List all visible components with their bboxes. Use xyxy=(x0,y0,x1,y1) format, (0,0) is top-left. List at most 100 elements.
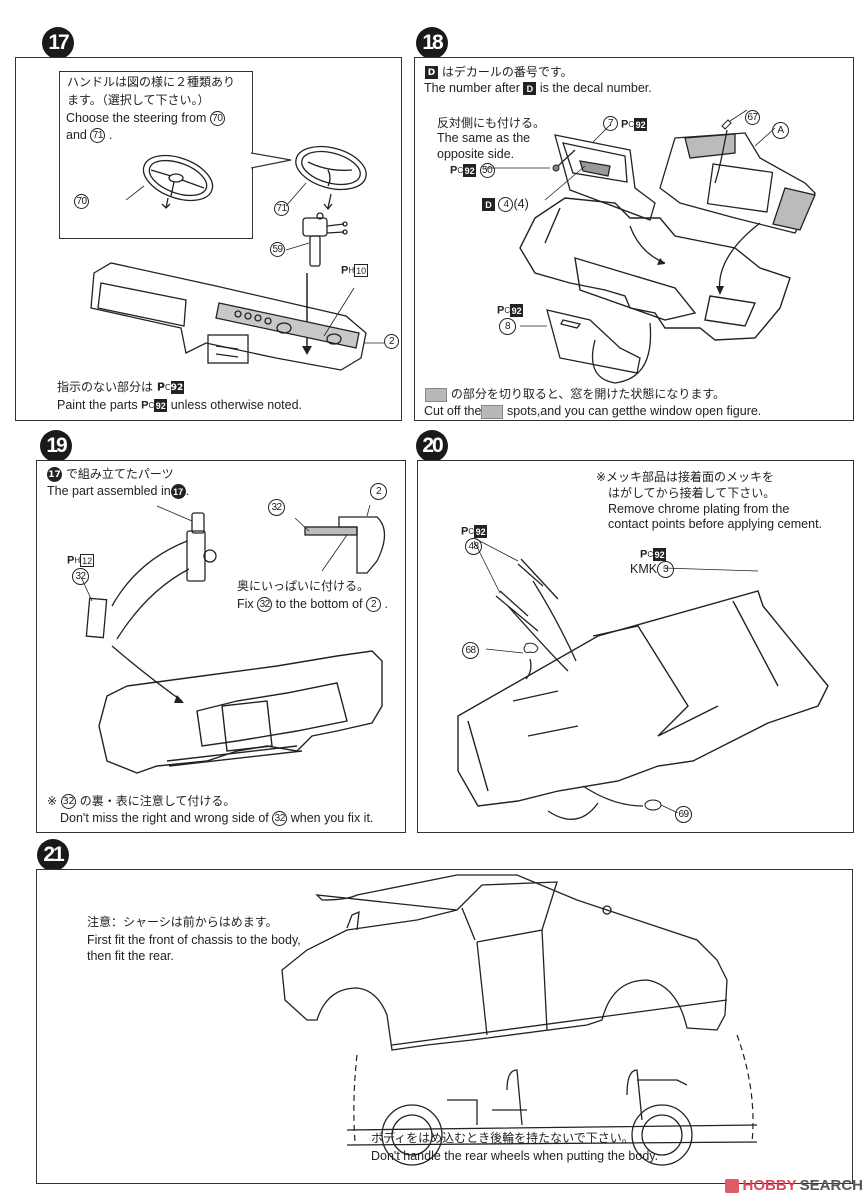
side-note-en1: The same as the xyxy=(437,131,531,145)
paint-code-filled: 92 xyxy=(474,525,488,539)
mirror-68-drawing xyxy=(523,642,539,653)
watermark: HOBBY SEARCH xyxy=(725,1177,863,1194)
paint-code-filled: 92 xyxy=(154,399,168,413)
part-label-8: 8 xyxy=(499,318,516,335)
header-en-prefix: The number after xyxy=(424,81,520,95)
fix-en-prefix: Fix xyxy=(237,597,254,611)
side-note-en2: opposite side. xyxy=(437,147,515,161)
part-label-68: 68 xyxy=(462,642,479,659)
paint-prefix: P xyxy=(156,380,165,394)
body-shell-drawing xyxy=(519,197,791,341)
watermark-logo-icon xyxy=(725,1178,740,1193)
cutout-swatch xyxy=(425,387,447,402)
part-label-A: A xyxy=(772,122,789,139)
detail-label-32: 32 xyxy=(268,499,285,516)
paint-sub: C xyxy=(164,383,171,392)
fix-part-2: 2 xyxy=(365,597,381,613)
kmk-text: KMK xyxy=(630,562,658,576)
decal-number-4: 4 xyxy=(498,197,514,213)
part-69-drawing xyxy=(644,799,662,811)
part-label-69: 69 xyxy=(675,806,692,823)
callout-en-line2: and 71 . xyxy=(66,128,113,144)
chassis-note-en1: First fit the front of chassis to the bo… xyxy=(87,933,301,947)
door-panel-7-drawing xyxy=(554,124,656,221)
step-19-illustration xyxy=(81,504,386,774)
step-19-header-jp: 17 で組み立てたパーツ xyxy=(47,466,174,482)
dash-assembly-drawing xyxy=(156,505,217,582)
paint-code-c92-kmk: PC92 xyxy=(640,546,667,563)
part-67-drawing xyxy=(721,119,732,130)
paint-code-filled: 92 xyxy=(170,381,184,394)
footer-en-suffix: when you fix it. xyxy=(290,811,374,825)
footer-jp-text: の部分を切り取ると、窓を開けた状態になります。 xyxy=(450,387,726,401)
chrome-note-jp1: ※メッキ部品は接着面のメッキを xyxy=(596,470,775,484)
callout-pointer xyxy=(250,152,292,169)
chrome-note-jp2: はがしてから接着して下さい。 xyxy=(608,486,776,500)
chassis-drawing xyxy=(346,1069,758,1166)
paint-code-box: 10 xyxy=(354,264,369,278)
paint-code-filled: 92 xyxy=(463,164,477,178)
header-jp-text: はデカールの番号です。 xyxy=(441,65,573,79)
chassis-note-jp: 注意：シャーシは前からはめます。 xyxy=(87,915,278,929)
rear-wheel-note-jp: ボディをはめ込むとき後輪を持たないで下さい。 xyxy=(371,1131,634,1145)
steering-wheel-71-drawing xyxy=(285,145,367,211)
steering-wheel-70-drawing xyxy=(125,154,214,209)
callout-and-text: and xyxy=(66,128,87,142)
step-19-footer-jp: ※ 32 の裏・表に注意して付ける。 xyxy=(47,793,235,809)
step-18-illustration xyxy=(485,109,816,384)
decal-number-4-alt: (4) xyxy=(513,197,529,211)
header-en-suffix: is the decal number. xyxy=(539,81,652,95)
paint-prefix: P xyxy=(450,164,458,177)
paint-code-c92-a: PC92 xyxy=(621,116,648,133)
step-20-illustration xyxy=(457,538,829,820)
ref-step-badge: 17 xyxy=(47,467,62,482)
step-17-illustration xyxy=(90,145,384,371)
step-20-panel: ※メッキ部品は接着面のメッキを はがしてから接着して下さい。 Remove ch… xyxy=(417,460,854,833)
chrome-note-en1: Remove chrome plating from the xyxy=(608,502,790,516)
header-en-text: The part assembled in xyxy=(47,484,171,498)
fix-note-en: Fix 32 to the bottom of 2 . xyxy=(237,597,388,613)
step-17-note-en: Paint the parts PC92 unless otherwise no… xyxy=(57,397,302,414)
rear-wheel-note-en: Don't handle the rear wheels when puttin… xyxy=(371,1149,659,1163)
step-18-header-en: The number after D is the decal number. xyxy=(424,80,652,96)
column-label-59: 59 xyxy=(270,242,285,257)
door-panel-8-drawing xyxy=(520,309,641,374)
paint-prefix: P xyxy=(640,548,648,561)
wiper-48-drawing xyxy=(473,538,559,632)
part-32-pad-drawing xyxy=(85,597,108,639)
part-50-screw xyxy=(552,164,560,172)
paint-sub: C xyxy=(647,550,654,560)
decal-badge: D xyxy=(523,82,537,96)
side-note-jp: 反対側にも付ける。 xyxy=(437,116,546,130)
paint-sub: C xyxy=(628,120,635,130)
wheel-label-70: 70 xyxy=(74,194,89,209)
step-21-illustration xyxy=(281,874,758,1166)
paint-code-c92-b: PC92 50 xyxy=(450,162,495,179)
callout-en-text: Choose the steering from xyxy=(66,111,207,125)
step-21-panel: 注意：シャーシは前からはめます。 First fit the front of … xyxy=(36,869,853,1184)
footer-en-prefix: Don't miss the right and wrong side of xyxy=(60,811,269,825)
arrow-head xyxy=(302,346,312,355)
dashboard-2-drawing xyxy=(90,262,384,371)
paint-sub: C xyxy=(504,306,511,316)
part-label-32: 32 xyxy=(72,568,89,585)
step-20-badge: 20 xyxy=(416,430,448,462)
chrome-note-en2: contact points before applying cement. xyxy=(608,517,823,531)
paint-prefix: P xyxy=(341,264,349,277)
steering-column-59-drawing xyxy=(285,212,348,267)
step-17-badge: 17 xyxy=(42,27,74,59)
step-18-badge: 18 xyxy=(416,27,448,59)
paint-sub: H xyxy=(74,556,81,566)
paint-code-filled: 92 xyxy=(634,118,648,132)
part-label-67: 67 xyxy=(745,110,760,125)
watermark-brand-b: SEARCH xyxy=(799,1177,863,1194)
wheel-label-71: 71 xyxy=(274,201,289,216)
decal-badge: D xyxy=(482,198,495,212)
callout-jp-line2: ます。（選択して下さい。） xyxy=(67,93,210,107)
step-17-panel: ハンドルは図の様に２種類あり ます。（選択して下さい。） Choose the … xyxy=(15,57,402,421)
fix-note-jp: 奥にいっぱいに付ける。 xyxy=(237,579,370,593)
paint-sub: C xyxy=(468,527,475,537)
